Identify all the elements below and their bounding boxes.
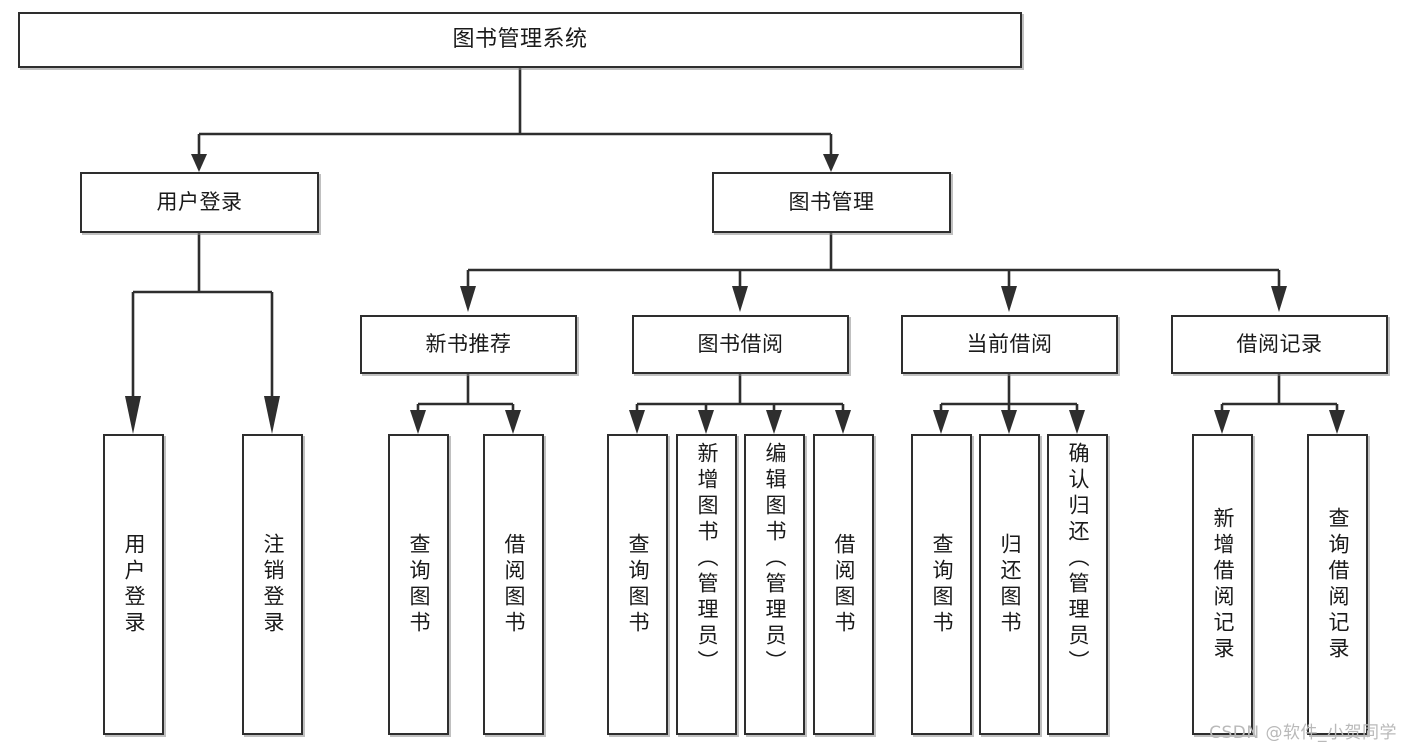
leaf-confirm-return[interactable]: 确认归还（管理员）	[1047, 434, 1108, 735]
leaf-query-book-1[interactable]: 查询图书	[388, 434, 449, 735]
leaf-return-book-label: 归还图书	[998, 532, 1022, 637]
csdn-watermark: CSDN @软件_小贺同学	[1209, 723, 1397, 743]
leaf-add-record[interactable]: 新增借阅记录	[1192, 434, 1253, 735]
node-current-borrow[interactable]: 当前借阅	[901, 315, 1118, 374]
leaf-query-book-2[interactable]: 查询图书	[607, 434, 668, 735]
leaf-query-record[interactable]: 查询借阅记录	[1307, 434, 1368, 735]
leaf-borrow-book-1[interactable]: 借阅图书	[483, 434, 544, 735]
node-new-book-recommend[interactable]: 新书推荐	[360, 315, 577, 374]
node-borrow-record-label: 借阅记录	[1236, 332, 1323, 357]
leaf-logout[interactable]: 注销登录	[242, 434, 303, 735]
node-user-login[interactable]: 用户登录	[80, 172, 319, 233]
node-book-borrow-label: 图书借阅	[697, 332, 784, 357]
leaf-add-record-label: 新增借阅记录	[1211, 506, 1235, 663]
leaf-query-book-3[interactable]: 查询图书	[911, 434, 972, 735]
leaf-query-book-2-label: 查询图书	[626, 532, 650, 637]
node-user-login-label: 用户登录	[156, 190, 243, 215]
node-book-manage-label: 图书管理	[788, 190, 875, 215]
leaf-return-book[interactable]: 归还图书	[979, 434, 1040, 735]
leaf-edit-book-label: 编辑图书（管理员）	[763, 442, 787, 676]
node-root-label: 图书管理系统	[452, 27, 588, 53]
leaf-add-book[interactable]: 新增图书（管理员）	[676, 434, 737, 735]
leaf-logout-label: 注销登录	[261, 532, 285, 637]
leaf-user-login[interactable]: 用户登录	[103, 434, 164, 735]
leaf-add-book-label: 新增图书（管理员）	[695, 442, 719, 676]
node-borrow-record[interactable]: 借阅记录	[1171, 315, 1388, 374]
leaf-user-login-label: 用户登录	[122, 532, 146, 637]
leaf-confirm-return-label: 确认归还（管理员）	[1066, 442, 1090, 676]
node-book-borrow[interactable]: 图书借阅	[632, 315, 849, 374]
node-root[interactable]: 图书管理系统	[18, 12, 1022, 68]
leaf-query-record-label: 查询借阅记录	[1326, 506, 1350, 663]
leaf-borrow-book-2-label: 借阅图书	[832, 532, 856, 637]
leaf-borrow-book-2[interactable]: 借阅图书	[813, 434, 874, 735]
leaf-borrow-book-1-label: 借阅图书	[502, 532, 526, 637]
leaf-query-book-1-label: 查询图书	[407, 532, 431, 637]
node-new-book-recommend-label: 新书推荐	[425, 332, 512, 357]
leaf-edit-book[interactable]: 编辑图书（管理员）	[744, 434, 805, 735]
node-current-borrow-label: 当前借阅	[966, 332, 1053, 357]
node-book-manage[interactable]: 图书管理	[712, 172, 951, 233]
leaf-query-book-3-label: 查询图书	[930, 532, 954, 637]
